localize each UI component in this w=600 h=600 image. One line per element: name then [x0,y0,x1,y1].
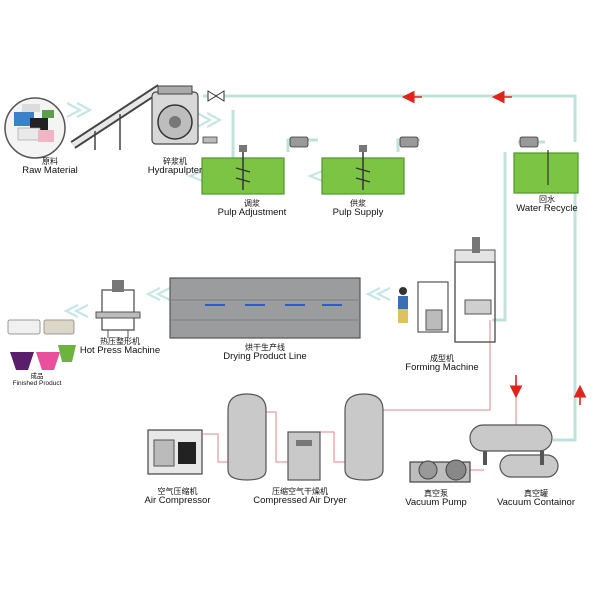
pulp-supply-label-en: Pulp Supply [332,207,384,219]
compressed-air-dryer [287,431,321,481]
raw-material-label: 原料 Raw Material [10,157,90,177]
vacuum-containor-label-en: Vacuum Containor [497,497,575,509]
water-return-pipe [203,94,577,442]
pulp-supply-label-zh: 供浆 [350,199,366,208]
drying-line-label-zh: 烘干生产线 [245,343,285,352]
finished-product-label-en: Finished Product [12,379,62,387]
operator-figure [398,287,408,323]
vacuum-containor-label: 真空罐 Vacuum Containor [480,489,592,509]
air-compressor-label-en: Air Compressor [144,495,211,507]
finished-product-label-zh: 成品 [30,373,44,380]
forming-machine-label-zh: 成型机 [430,354,454,363]
air-tank-left [227,393,267,481]
air-compressor [147,429,203,475]
drying-line-label: 烘干生产线 Drying Product Line [200,343,330,363]
air-tank-right [344,393,384,481]
air-compressor-label: 空气压缩机 Air Compressor [125,487,230,507]
pulp-supply-tank [321,145,405,195]
vacuum-containor [469,424,559,478]
hot-press-machine [95,280,141,338]
vacuum-pump-label-zh: 真空泵 [424,489,448,498]
hot-press-label-zh: 热压整形机 [100,337,140,346]
pump-icon [289,136,539,148]
pulp-supply-label: 供浆 Pulp Supply [318,199,398,219]
air-dryer-label-zh: 压缩空气干燥机 [272,487,328,496]
valve-icon [207,90,225,102]
hydrapulpter-label-en: Hydrapulpter [147,165,203,177]
pulp-adjustment-label-en: Pulp Adjustment [217,207,287,219]
vacuum-pump-label: 真空泵 Vacuum Pump [395,489,477,509]
finished-product-image [7,319,76,370]
drying-line [169,277,361,339]
air-dryer-label-en: Compressed Air Dryer [253,495,347,507]
pulp-adjustment-label: 调浆 Pulp Adjustment [207,199,297,219]
hot-press-label: 热压整形机 Hot Press Machine [72,337,168,357]
conveyor [70,84,163,150]
water-recycle-label-en: Water Recycle [516,203,578,215]
flow-arrow-light [63,102,391,318]
water-recycle-label-zh: 回水 [539,195,555,204]
vacuum-pump-label-en: Vacuum Pump [405,497,467,509]
air-dryer-label: 压缩空气干燥机 Compressed Air Dryer [235,487,365,507]
raw-material-label-zh: 原料 [42,157,58,166]
pulp-adjustment-tank [201,145,285,195]
raw-material-image [4,97,66,159]
raw-material-label-en: Raw Material [22,165,78,177]
finished-product-label: 成品 Finished Product [4,373,70,388]
forming-machine-label: 成型机 Forming Machine [392,354,492,374]
hydrapulper-machine [151,85,218,145]
air-pipe [203,320,517,471]
hydrapulpter-label: 碎浆机 Hydrapulpter [130,157,220,177]
vacuum-pump [409,459,471,483]
water-recycle-tank [513,150,579,194]
vacuum-containor-label-zh: 真空罐 [524,489,548,498]
hot-press-label-en: Hot Press Machine [79,345,161,357]
drying-line-label-en: Drying Product Line [223,351,307,363]
pulp-adjustment-label-zh: 调浆 [244,199,260,208]
air-compressor-label-zh: 空气压缩机 [157,487,198,496]
hydrapulpter-label-zh: 碎浆机 [163,157,187,166]
forming-machine [417,237,496,343]
flow-arrow-red [401,90,587,405]
water-recycle-label: 回水 Water Recycle [507,195,587,215]
forming-machine-label-en: Forming Machine [405,362,479,374]
